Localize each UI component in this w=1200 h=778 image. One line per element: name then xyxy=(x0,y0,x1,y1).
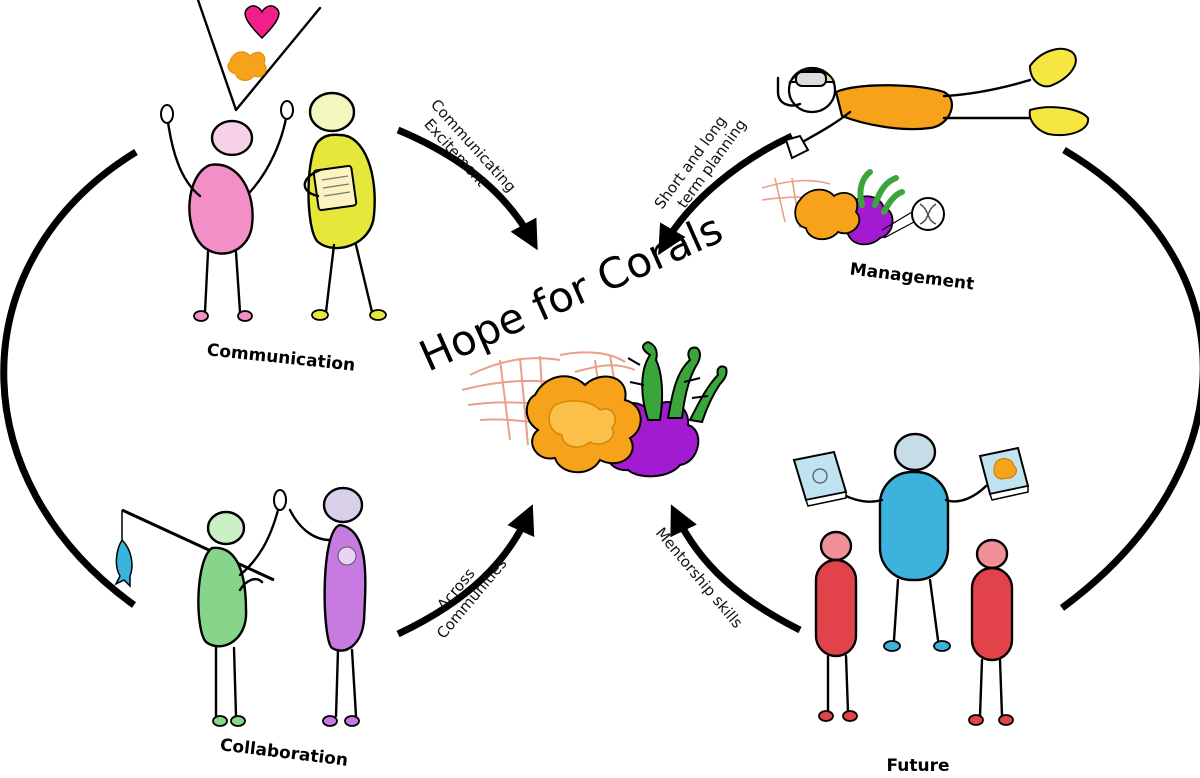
orange-coral-inner xyxy=(548,400,616,448)
snorkel-tube xyxy=(776,76,802,107)
snorkeler-wetsuit xyxy=(834,84,954,131)
blue-person-body xyxy=(878,470,950,582)
arrow-label-across-communities: Across Communities xyxy=(433,554,511,642)
communication-group: Communication xyxy=(160,0,387,376)
section-label-collaboration: Collaboration xyxy=(219,735,349,771)
dive-mask-icon xyxy=(795,71,827,87)
arrow-label-mentorship: Mentorship skills xyxy=(652,524,747,632)
future-group: Future xyxy=(792,432,1030,776)
red-person-left xyxy=(814,530,858,722)
green-person-head xyxy=(206,510,246,546)
idea-bubble xyxy=(196,0,322,112)
book-coral-icon xyxy=(978,446,1030,501)
arrow-label-short-long-planning: Short and long term planning xyxy=(651,112,750,212)
yellow-person-head xyxy=(308,91,356,133)
flipper-bottom-icon xyxy=(1028,106,1090,136)
snorkeler xyxy=(776,47,1090,160)
section-label-future: Future xyxy=(886,756,949,776)
blue-person xyxy=(832,432,988,652)
arrow-bottom-right xyxy=(670,504,802,634)
section-label-communication: Communication xyxy=(206,340,356,375)
central-coral-illustration xyxy=(461,340,728,478)
fish-icon xyxy=(114,538,133,588)
pink-arm-right xyxy=(248,116,288,194)
pink-person xyxy=(160,100,294,322)
blue-person-head xyxy=(893,432,937,472)
arrow-label-line: Mentorship skills xyxy=(652,524,747,632)
book-science-icon xyxy=(792,450,848,507)
green-person xyxy=(197,489,287,727)
pink-arm-left xyxy=(166,120,202,198)
notepad-icon xyxy=(312,164,358,212)
coral-thought-icon xyxy=(227,51,267,81)
fishing-rod xyxy=(121,508,275,582)
purple-person-head xyxy=(322,486,364,524)
snorkeler-hand xyxy=(784,134,810,160)
green-seaweed xyxy=(627,340,728,424)
pink-person-head xyxy=(210,119,254,157)
arrow-label-communicating-excitement: Communicating Excitement xyxy=(420,96,519,196)
management-group: Management xyxy=(761,47,1090,295)
red-person-right xyxy=(968,538,1014,726)
flipper-top-icon xyxy=(1028,47,1077,88)
right-cycle-arc xyxy=(1059,146,1200,611)
section-label-management: Management xyxy=(849,259,976,294)
arrow-top-right xyxy=(658,132,794,256)
green-person-body xyxy=(197,546,248,648)
management-coral xyxy=(761,169,945,246)
purple-person xyxy=(288,486,367,727)
yellow-person xyxy=(303,91,387,321)
pink-person-body xyxy=(188,163,254,255)
left-cycle-arc xyxy=(0,149,138,608)
arrow-bottom-left xyxy=(396,504,535,638)
arrow-top-left xyxy=(396,126,538,251)
heart-icon xyxy=(244,5,280,40)
collaboration-group: Collaboration xyxy=(114,486,367,771)
atom-icon xyxy=(337,546,357,566)
purple-person-body xyxy=(323,523,367,652)
page-title: Hope for Corals xyxy=(412,204,730,381)
